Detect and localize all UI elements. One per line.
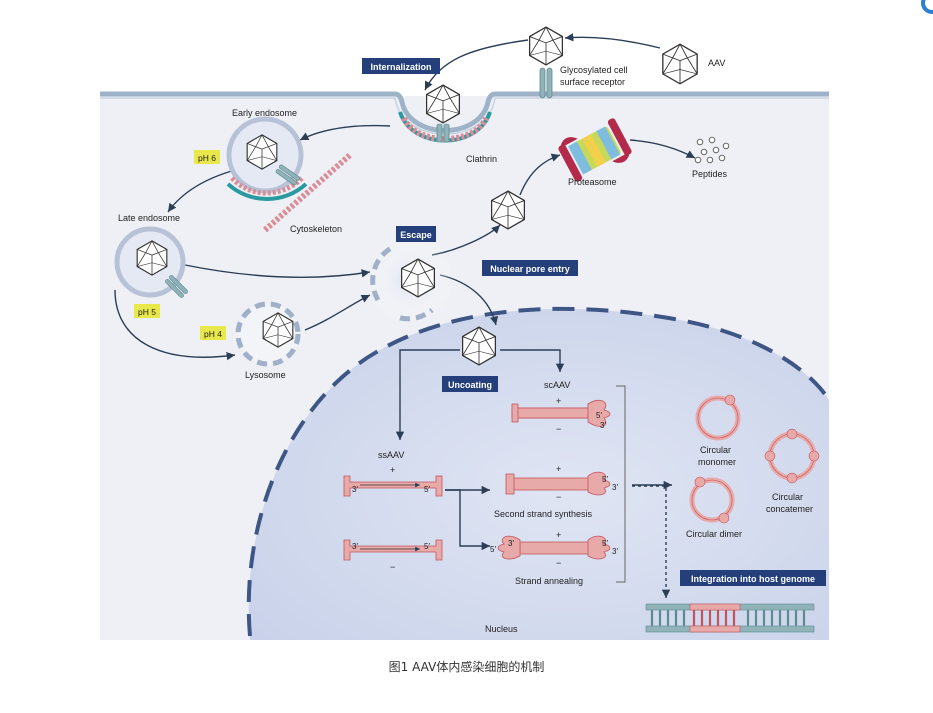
ssaav-minus-genome [343,539,443,561]
cytoskeleton-label: Cytoskeleton [290,224,342,234]
figure-caption: 图1 AAV体内感染细胞的机制 [388,660,545,674]
second-strand-5prime: 5′ [602,475,608,484]
escape-label-box: Escape [396,226,436,242]
annealed-genome [497,535,611,560]
circular-concatemer-label-1: Circular [772,492,803,502]
ph6-label: pH 6 [198,153,216,163]
second-strand-minus: − [556,492,561,502]
proteasome-label: Proteasome [568,177,617,187]
circular-dimer-label: Circular dimer [686,529,742,539]
circular-monomer-label-1: Circular [700,445,731,455]
circular-dimer [689,476,735,524]
ssaav-plus-sign: + [390,465,395,475]
peptides [694,136,730,164]
circular-monomer-label-2: monomer [698,457,736,467]
corner-circle-icon [921,0,933,14]
nuclear-pore-label: Nuclear pore entry [490,264,570,274]
circular-monomer [695,394,741,441]
host-genome-dna [645,603,815,633]
ph5-label: pH 5 [138,307,156,317]
peptides-label: Peptides [692,169,728,179]
scaav-label: scAAV [544,380,570,390]
lysosome-label: Lysosome [245,370,286,380]
strand-bracket [616,385,626,583]
second-strand-genome [505,471,611,496]
integration-label-box: Integration into host genome [680,570,826,586]
ph5-badge: pH 5 [134,304,160,318]
scaav-minus-sign: − [556,424,561,434]
clathrin-label: Clathrin [466,154,497,164]
internalization-label: Internalization [370,62,431,72]
late-endosome [114,226,189,299]
annealing-left-5prime: 5′ [490,545,496,554]
annealing-left-3prime: 3′ [508,539,514,548]
early-endosome-label: Early endosome [232,108,297,118]
strand-annealing-label: Strand annealing [515,576,583,586]
lysosome [235,301,301,367]
ssaav-minus-5prime: 5′ [424,542,430,551]
scaav-5prime: 5′ [596,411,602,420]
ssaav-plus-3prime: 3′ [352,485,358,494]
scaav-plus-sign: + [556,396,561,406]
receptor-label-line1: Glycosylated cell [560,65,628,75]
ph6-badge: pH 6 [194,150,220,164]
ssaav-plus-genome [343,475,443,497]
scaav-3prime: 3′ [600,421,606,430]
ssaav-plus-5prime: 5′ [424,485,430,494]
second-strand-label: Second strand synthesis [494,509,593,519]
ssaav-label: ssAAV [378,450,404,460]
escape-vesicle [365,235,455,325]
second-strand-3prime: 3′ [612,483,618,492]
late-endosome-label: Late endosome [118,213,180,223]
uncoating-label: Uncoating [448,380,492,390]
receptor-label-line2: surface receptor [560,77,625,87]
ph4-label: pH 4 [204,329,222,339]
second-strand-plus: + [556,464,561,474]
proteasome [558,118,632,182]
ssaav-minus-3prime: 3′ [352,542,358,551]
integration-label: Integration into host genome [691,574,815,584]
annealing-plus: + [556,530,561,540]
scaav-genome [511,399,611,427]
circular-concatemer-label-2: concatemer [766,504,813,514]
nucleus-label: Nucleus [485,624,518,634]
nuclear-pore-label-box: Nuclear pore entry [482,260,578,276]
aav-label: AAV [708,58,725,68]
circular-concatemer [764,428,820,484]
annealing-minus: − [556,558,561,568]
annealing-right-3prime: 3′ [612,547,618,556]
early-endosome [226,116,352,233]
nucleus [246,306,831,640]
ph4-badge: pH 4 [200,326,226,340]
uncoating-label-box: Uncoating [442,376,498,392]
internalization-label-box: Internalization [362,58,440,74]
escape-label: Escape [400,230,432,240]
annealing-right-5prime: 5′ [602,539,608,548]
ssaav-minus-sign: − [390,562,395,572]
